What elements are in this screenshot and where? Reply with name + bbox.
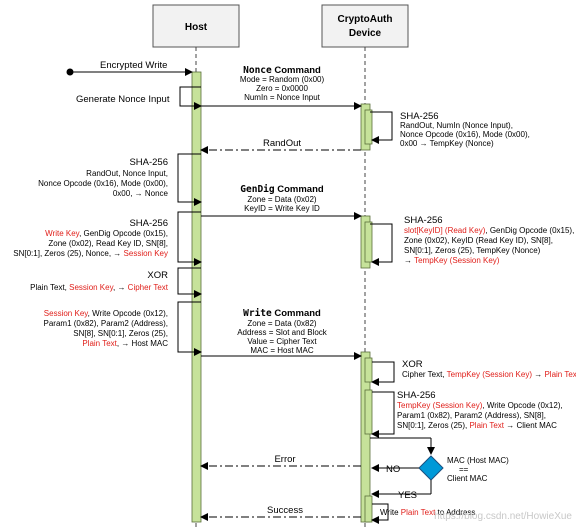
- success-label: Success: [267, 505, 303, 516]
- generate-nonce-loop: [179, 86, 202, 110]
- nonce-command-line: NumIn = Nonce Input: [244, 93, 321, 102]
- host-sha1-line: RandOut, Nonce Input,: [86, 169, 168, 178]
- host-xor-line: Plain Text, Session Key, → Cipher Text: [30, 283, 169, 292]
- device-xor-title: XOR: [402, 359, 423, 370]
- decision-text: ==: [459, 465, 469, 474]
- device-sha3-line: SN[0:1], Zeros (25), Plain Text → Client…: [397, 421, 557, 430]
- host-sha1-loop: [177, 153, 202, 206]
- write-command-line: Zone = Data (0x82): [247, 319, 316, 328]
- host-sha1-line: Nonce Opcode (0x16), Mode (0x00),: [38, 179, 168, 188]
- nonce-command-line: Mode = Random (0x00): [240, 75, 325, 84]
- generate-nonce-label: Generate Nonce Input: [76, 94, 170, 105]
- yes-label: YES: [398, 490, 417, 501]
- device-sha3-line: Param1 (0x82), Param2 (Address), SN[8],: [397, 411, 546, 420]
- nonce-command-line: Zero = 0x0000: [256, 84, 308, 93]
- device-sha3-loop: [371, 391, 395, 438]
- write-command-title: Write Command: [243, 308, 321, 319]
- device-sha1-line: RandOut, NumIn (Nonce Input),: [400, 121, 513, 130]
- host-activation-bar: [191, 71, 202, 523]
- device-header-box: [321, 4, 409, 48]
- write-command-line: Address = Slot and Block: [237, 328, 328, 337]
- write-plain-loop: [371, 503, 389, 524]
- host-mac-line: Param1 (0x82), Param2 (Address),: [44, 319, 169, 328]
- host-xor-title: XOR: [147, 270, 168, 281]
- device-sha1-loop: [370, 111, 393, 144]
- write-plain-label: Write Plain Text to Address: [380, 508, 475, 517]
- gendig-command-line: KeyID = Write Key ID: [244, 204, 320, 213]
- host-header-label: Host: [185, 22, 208, 33]
- host-mac-line: SN[8], SN[0:1], Zeros (25),: [73, 329, 168, 338]
- gendig-command-line: Zone = Data (0x02): [247, 195, 316, 204]
- device-sha2-line: → TempKey (Session Key): [404, 256, 500, 265]
- device-xor-loop: [371, 361, 395, 386]
- device-activation-store: [364, 495, 373, 523]
- host-header-box: [152, 4, 240, 48]
- write-command-line: Value = Cipher Text: [247, 337, 317, 346]
- host-sha2-title: SHA-256: [129, 218, 168, 229]
- device-sha1-line: 0x00 → TempKey (Nonce): [400, 139, 494, 148]
- device-sha2-line: SN[0:1], Zeros (25), TempKey (Nonce): [404, 246, 541, 255]
- nonce-command-title: Nonce Command: [243, 65, 321, 76]
- device-sha1-title: SHA-256: [400, 111, 439, 122]
- randout-label: RandOut: [263, 138, 301, 149]
- device-sha3-line: TempKey (Session Key), Write Opcode (0x1…: [397, 401, 563, 410]
- device-sha2-line: Zone (0x02), KeyID (Read Key ID), SN[8],: [404, 236, 553, 245]
- device-activation-sha1: [364, 109, 373, 145]
- host-sha2-line: Write Key, GenDig Opcode (0x15),: [45, 229, 168, 238]
- device-sha3-title: SHA-256: [397, 390, 436, 401]
- host-mac-line: Session Key, Write Opcode (0x12),: [44, 309, 168, 318]
- device-sha2-title: SHA-256: [404, 215, 443, 226]
- host-sha1-line: 0x00, → Nonce: [113, 189, 169, 198]
- device-activation-sha2: [364, 221, 373, 263]
- encrypted-write-label: Encrypted Write: [100, 60, 167, 71]
- device-sha2-loop: [370, 223, 393, 266]
- device-header-label-line1: CryptoAuth: [338, 14, 393, 25]
- host-sha2-line: SN[0:1], Zeros (25), Nonce, → Session Ke…: [13, 249, 168, 258]
- mac-decision-diamond: [418, 455, 444, 481]
- device-header-label-line2: Device: [349, 28, 382, 39]
- host-sha1-title: SHA-256: [129, 157, 168, 168]
- device-sha2-line: slot[KeyID] (Read Key), GenDig Opcode (0…: [404, 226, 574, 235]
- decision-text: Client MAC: [447, 474, 488, 483]
- decision-text: MAC (Host MAC): [447, 456, 509, 465]
- host-sha2-line: Zone (0x02), Read Key ID, SN[8],: [48, 239, 168, 248]
- no-label: NO: [386, 464, 400, 475]
- device-xor-line: Cipher Text, TempKey (Session Key) → Pla…: [402, 370, 576, 379]
- host-mac-line: Plain Text, → Host MAC: [82, 339, 168, 348]
- error-label: Error: [274, 454, 295, 465]
- host-mac-loop: [177, 301, 202, 356]
- host-sha2-loop: [177, 211, 202, 266]
- host-xor-loop: [177, 267, 202, 298]
- watermark: https://blog.csdn.net/HowieXue: [434, 511, 572, 522]
- gendig-command-title: GenDig Command: [240, 184, 324, 195]
- device-activation-sha3: [364, 389, 373, 435]
- device-activation-xor: [364, 357, 373, 383]
- write-command-line: MAC = Host MAC: [250, 346, 314, 355]
- device-sha1-line: Nonce Opcode (0x16), Mode (0x00),: [400, 130, 530, 139]
